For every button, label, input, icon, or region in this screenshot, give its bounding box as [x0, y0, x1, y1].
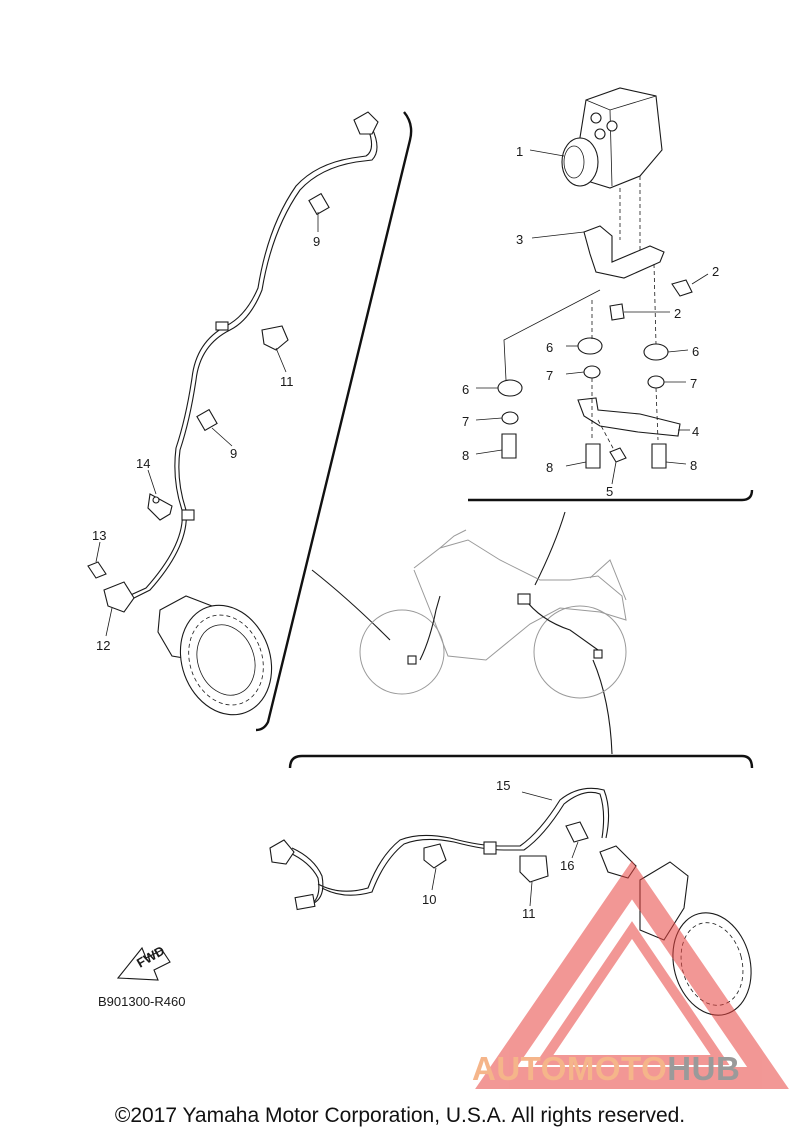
watermark-text-part2: HUB: [667, 1050, 741, 1087]
callout-11a: 11: [280, 374, 294, 389]
callout-7b: 7: [690, 376, 697, 391]
callout-13: 13: [92, 528, 106, 543]
clamp-9-upper: [308, 192, 330, 216]
holder-11-rear: [519, 855, 549, 883]
collar-7-a: [583, 365, 601, 379]
watermark-logo: [475, 860, 789, 1089]
rear-wheel-outline: [533, 605, 627, 699]
front-brake-disc: [179, 604, 273, 716]
leaders-left: [95, 212, 319, 637]
panel-borders: [255, 111, 754, 769]
bracket-14: [147, 493, 173, 521]
rear-sensor-lead-group: [269, 787, 752, 1016]
bolt-16: [565, 821, 589, 843]
front-wheel-outline: [359, 609, 445, 695]
callout-8c: 8: [690, 458, 697, 473]
rear-sensor-connector: [269, 839, 295, 865]
bolt-8-b: [585, 443, 601, 469]
callout-1: 1: [516, 144, 523, 159]
abs-motor: [561, 137, 599, 187]
bolt-8-c: [651, 443, 667, 469]
clamp-9-lower: [196, 408, 218, 432]
abs-bracket-3: [583, 225, 665, 279]
callout-3: 3: [516, 232, 523, 247]
bolt-8-a: [501, 433, 517, 459]
callout-7c: 7: [462, 414, 469, 429]
callout-6c: 6: [462, 382, 469, 397]
sensor-12: [103, 581, 135, 613]
callout-10: 10: [422, 892, 436, 907]
callout-9b: 9: [230, 446, 237, 461]
fwd-arrow: FWD: [116, 943, 171, 981]
watermark-text-part1: AUTOMOTO: [472, 1050, 668, 1087]
damper-6-a: [577, 337, 603, 355]
motorcycle-outline: [359, 529, 627, 699]
damper-6-c: [497, 379, 523, 397]
front-sensor-lead-group: [87, 111, 379, 716]
callout-8a: 8: [462, 448, 469, 463]
nut-5: [609, 447, 627, 463]
leaders-right: [475, 149, 709, 485]
callout-6a: 6: [546, 340, 553, 355]
callout-5: 5: [606, 484, 613, 499]
callout-11b: 11: [522, 906, 536, 921]
bolt-13: [87, 561, 107, 579]
bolt-2-upper: [671, 279, 693, 297]
diagram-code: B901300-R460: [98, 994, 186, 1009]
callout-numbers: 1 2 2 3 4 5 6 6 6 7 7 7 8 8 8 9 9 10 11 …: [92, 144, 719, 921]
bolt-2-lower: [609, 303, 625, 321]
callout-4: 4: [692, 424, 699, 439]
callout-15: 15: [496, 778, 510, 793]
holder-11-left: [261, 325, 289, 351]
abs-bracket-4: [577, 397, 681, 437]
abs-unit-group: [497, 87, 693, 469]
callout-6b: 6: [692, 344, 699, 359]
callout-8b: 8: [546, 460, 553, 475]
copyright-notice: ©2017 Yamaha Motor Corporation, U.S.A. A…: [114, 1104, 686, 1127]
callout-2a: 2: [712, 264, 719, 279]
callout-9a: 9: [313, 234, 320, 249]
collar-7-b: [647, 375, 665, 389]
holder-10: [423, 843, 447, 869]
callout-7a: 7: [546, 368, 553, 383]
leaders-bottom: [431, 791, 579, 907]
collar-7-c: [501, 411, 519, 425]
watermark-text: AUTOMOTOHUB: [472, 1050, 740, 1088]
callout-2b: 2: [674, 306, 681, 321]
callout-12: 12: [96, 638, 110, 653]
callout-14: 14: [136, 456, 150, 471]
front-sensor-connector: [353, 111, 379, 135]
callout-16: 16: [560, 858, 574, 873]
damper-6-b: [643, 343, 669, 361]
